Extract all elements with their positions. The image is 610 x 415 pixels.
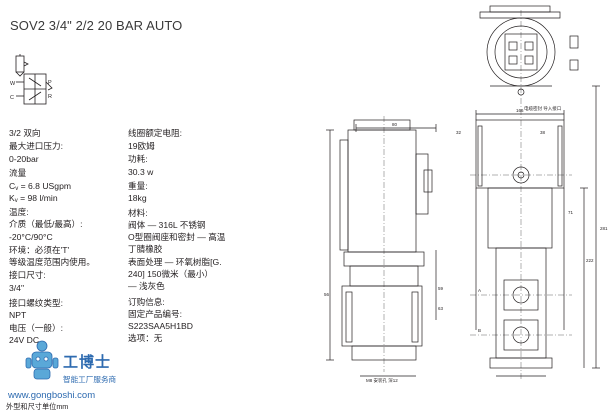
drawing-dim-56: 56 (324, 292, 330, 297)
spec-right-line: S223SAA5H1BD (128, 321, 193, 331)
spec-left-line: Kv = 98 l/min (9, 193, 58, 204)
spec-right-line: 18kg (128, 193, 147, 203)
spec-left-line: Cv = 6.8 USgpm (9, 181, 72, 192)
watermark-url: www.gongboshi.com (8, 390, 96, 401)
spec-left-line: 0-20bar (9, 154, 39, 164)
spec-right-line: 表面处理 — 环氧树脂[G. (128, 257, 222, 267)
drawing-dim-a: A (478, 288, 481, 293)
product-title: SOV2 3/4" 2/2 20 BAR AUTO (10, 18, 183, 33)
drawing-dim-38: 38 (540, 130, 546, 135)
spec-right-line: 材料: (128, 208, 148, 218)
spec-left-line: -20°C/90°C (9, 232, 53, 242)
subscript: v (15, 186, 19, 192)
drawing-dim-63: 63 (438, 306, 444, 311)
robot-logo-icon (25, 340, 59, 380)
spec-left-line: 接口尺寸: (9, 270, 46, 280)
spec-right-line: 固定产品编号: (128, 309, 182, 319)
drawing-dim-166: 166 (516, 108, 524, 113)
drawing-dim-59: 59 (438, 286, 444, 291)
spec-left-line: 最大进口压力: (9, 141, 63, 151)
spec-left-line: 等级温度范围内使用。 (9, 257, 95, 267)
valve-symbol-icon: W C P R (10, 54, 53, 105)
spec-right-line: 丁腈橡胶 (128, 244, 163, 254)
technical-drawing: 电缆密封 导入接口 166 80 32 38 71 281 222 59 63 … (324, 5, 608, 384)
spec-right-line: 240] 150微米（最小） (128, 269, 214, 279)
spec-left-kv: Kv = 98 l/min (9, 193, 58, 206)
spec-left-line: 24V DC (9, 335, 40, 345)
symbol-label-r: R (48, 94, 52, 100)
watermark-subtitle: 智能工厂服务商 (63, 375, 117, 384)
spec-right-line: 选项：无 (128, 333, 163, 343)
drawing-dim-b: B (478, 328, 481, 333)
drawing-label-cable-entry: 电缆密封 导入接口 (524, 105, 561, 112)
symbol-label-c: C (10, 95, 14, 101)
units-footnote: 外型和尺寸单位mm (6, 402, 69, 411)
spec-right-line: — 浅灰色 (128, 281, 165, 291)
spec-right-line: 线圈额定电阻: (128, 128, 182, 138)
spec-right-line: 30.3 w (128, 167, 154, 177)
symbol-label-w: W (10, 81, 16, 87)
spec-left-line: 接口螺纹类型: (9, 298, 63, 308)
spec-left-cv: Cv = 6.8 USgpm (9, 181, 71, 194)
spec-left-line: 电压（一般）: (9, 323, 63, 333)
subscript: v (14, 198, 18, 204)
spec-right-line: O型圈阀座和密封 — 高温 (128, 232, 226, 242)
spec-left-line: 介质（最低/最高）: (9, 219, 83, 229)
spec-left-line: 温度: (9, 207, 29, 217)
drawing-dim-71: 71 (568, 210, 574, 215)
spec-right-line: 阀体 — 316L 不锈钢 (128, 220, 206, 230)
spec-right-line: 功耗: (128, 154, 148, 164)
drawing-dim-32: 32 (456, 130, 462, 135)
spec-right-line: 重量: (128, 181, 148, 191)
symbol-label-p: P (48, 80, 52, 86)
spec-left-line: 环境：必须在'T' (9, 245, 70, 255)
spec-right-line: 订购信息: (128, 297, 165, 307)
spec-right-line: 19欧姆 (128, 141, 155, 151)
watermark-name: 工博士 (63, 354, 112, 371)
spec-left-line: 3/4" (9, 283, 24, 293)
drawing-bottom-note: M8 安装孔 深12 (366, 377, 398, 384)
drawing-dim-80: 80 (392, 122, 398, 127)
spec-left-line: 3/2 双向 (9, 128, 41, 138)
drawing-dim-281: 281 (600, 226, 608, 231)
spec-left-line: 流量 (9, 168, 27, 178)
drawing-dim-222: 222 (586, 258, 594, 263)
spec-left-line: NPT (9, 310, 27, 320)
